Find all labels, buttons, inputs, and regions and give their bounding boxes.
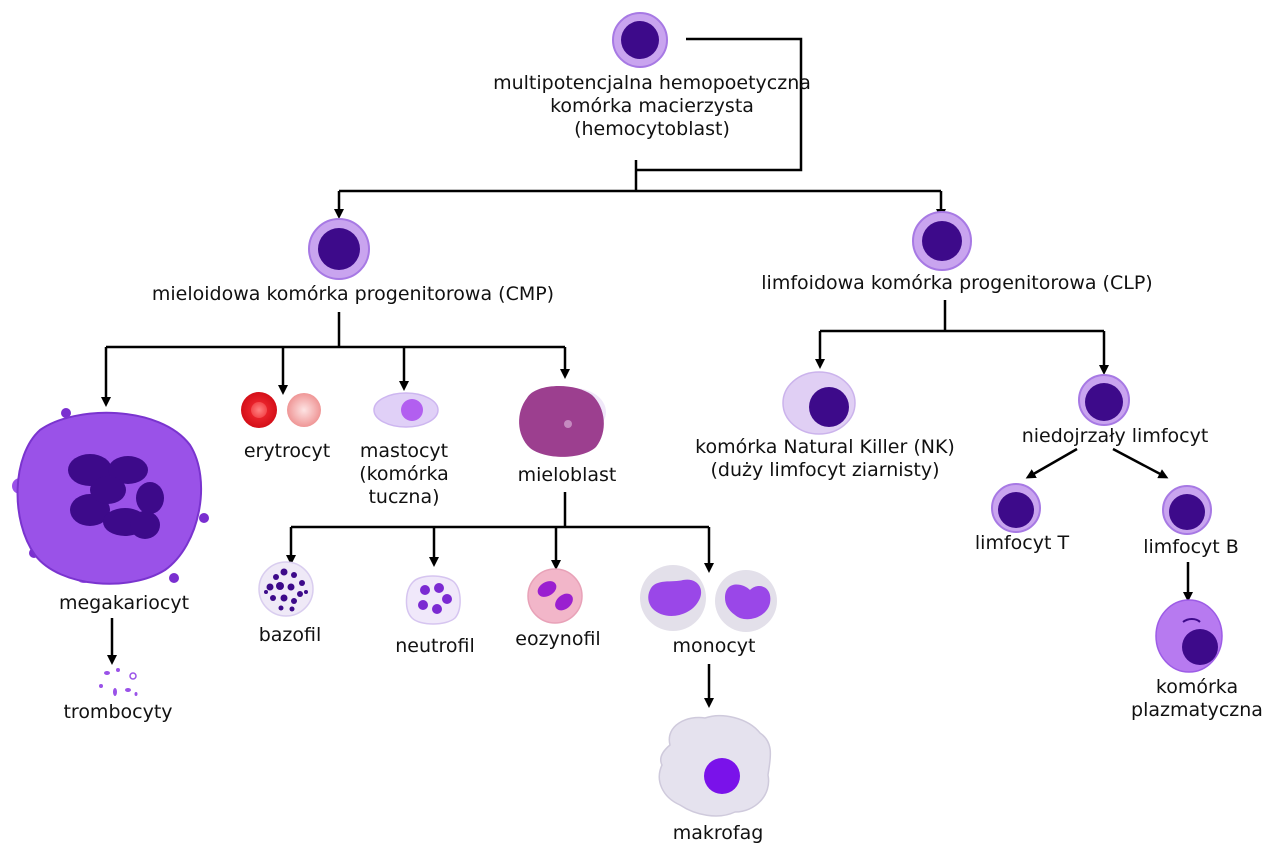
immature-lymphocyte-label: niedojrzały limfocyt bbox=[1022, 425, 1209, 447]
t-lymphocyte-label: limfocyt T bbox=[975, 532, 1070, 554]
connectors bbox=[101, 37, 1193, 708]
monocyte-label: monocyt bbox=[673, 635, 756, 657]
hsc-cell-icon bbox=[612, 12, 668, 68]
megakaryocyte-cell-icon bbox=[12, 408, 209, 585]
neutrophil-label-line: neutrofil bbox=[395, 635, 475, 657]
plasma-cell-label-line: komórka bbox=[1156, 676, 1238, 698]
eosinophil-label: eozynofil bbox=[515, 628, 600, 650]
macrophage-label-line: makrofag bbox=[673, 822, 764, 844]
mastocyte-label-line: tuczna) bbox=[368, 486, 439, 508]
mastocyte-cell-icon bbox=[373, 392, 439, 428]
thrombocytes-label: trombocyty bbox=[63, 701, 172, 723]
myeloblast-label-line: mieloblast bbox=[518, 464, 617, 486]
basophil-cell-icon bbox=[258, 561, 314, 617]
eosinophil-cell-icon bbox=[527, 568, 583, 624]
nk-cell-icon bbox=[782, 371, 856, 435]
erythrocyte-label: erytrocyt bbox=[244, 440, 330, 462]
nk-label: komórka Natural Killer (NK)(duży limfocy… bbox=[695, 436, 955, 481]
erythrocyte-label-line: erytrocyt bbox=[244, 440, 330, 462]
thrombocytes-label-line: trombocyty bbox=[63, 701, 172, 723]
hsc-label-line: komórka macierzysta bbox=[550, 95, 754, 117]
b-lymphocyte-label: limfocyt B bbox=[1143, 536, 1239, 558]
cmp-label-line: mieloidowa komórka progenitorowa (CMP) bbox=[152, 283, 554, 305]
cmp-label: mieloidowa komórka progenitorowa (CMP) bbox=[152, 283, 554, 305]
hsc-label-line: (hemocytoblast) bbox=[574, 118, 730, 140]
macrophage-cell-icon bbox=[658, 714, 772, 817]
myeloblast-cell-icon bbox=[519, 385, 606, 457]
immature-lymphocyte-label-line: niedojrzały limfocyt bbox=[1022, 425, 1209, 447]
mastocyte-label-line: mastocyt bbox=[360, 440, 448, 462]
clp-label-line: limfoidowa komórka progenitorowa (CLP) bbox=[761, 272, 1152, 294]
macrophage-label: makrofag bbox=[673, 822, 764, 844]
t-lymphocyte-cell-icon bbox=[991, 483, 1041, 533]
myeloblast-label: mieloblast bbox=[518, 464, 617, 486]
clp-cell-icon bbox=[912, 211, 972, 271]
eosinophil-label-line: eozynofil bbox=[515, 628, 600, 650]
megakaryocyte-label-line: megakariocyt bbox=[59, 592, 189, 614]
neutrophil-cell-icon bbox=[405, 575, 461, 625]
neutrophil-label: neutrofil bbox=[395, 635, 475, 657]
t-lymphocyte-label-line: limfocyt T bbox=[975, 532, 1070, 554]
b-lymphocyte-label-line: limfocyt B bbox=[1143, 536, 1239, 558]
clp-label: limfoidowa komórka progenitorowa (CLP) bbox=[761, 272, 1152, 294]
b-lymphocyte-cell-icon bbox=[1162, 485, 1212, 535]
cmp-cell-icon bbox=[308, 218, 370, 280]
erythrocyte-cell-icon bbox=[241, 392, 321, 428]
monocyte-cell-icon bbox=[640, 565, 777, 632]
basophil-label: bazofil bbox=[259, 624, 322, 646]
monocyte-label-line: monocyt bbox=[673, 635, 756, 657]
immature-lymphocyte-cell-icon bbox=[1078, 374, 1130, 426]
mastocyte-label-line: (komórka bbox=[359, 463, 449, 485]
plasma-cell-label-line: plazmatyczna bbox=[1131, 699, 1263, 721]
plasma-cell-icon bbox=[1155, 599, 1223, 673]
basophil-label-line: bazofil bbox=[259, 624, 322, 646]
megakaryocyte-label: megakariocyt bbox=[59, 592, 189, 614]
nk-label-line: komórka Natural Killer (NK) bbox=[695, 436, 955, 458]
nk-label-line: (duży limfocyt ziarnisty) bbox=[710, 459, 939, 481]
hsc-label-line: multipotencjalna hemopoetyczna bbox=[493, 72, 811, 94]
thrombocytes-cell-icon bbox=[99, 668, 138, 696]
